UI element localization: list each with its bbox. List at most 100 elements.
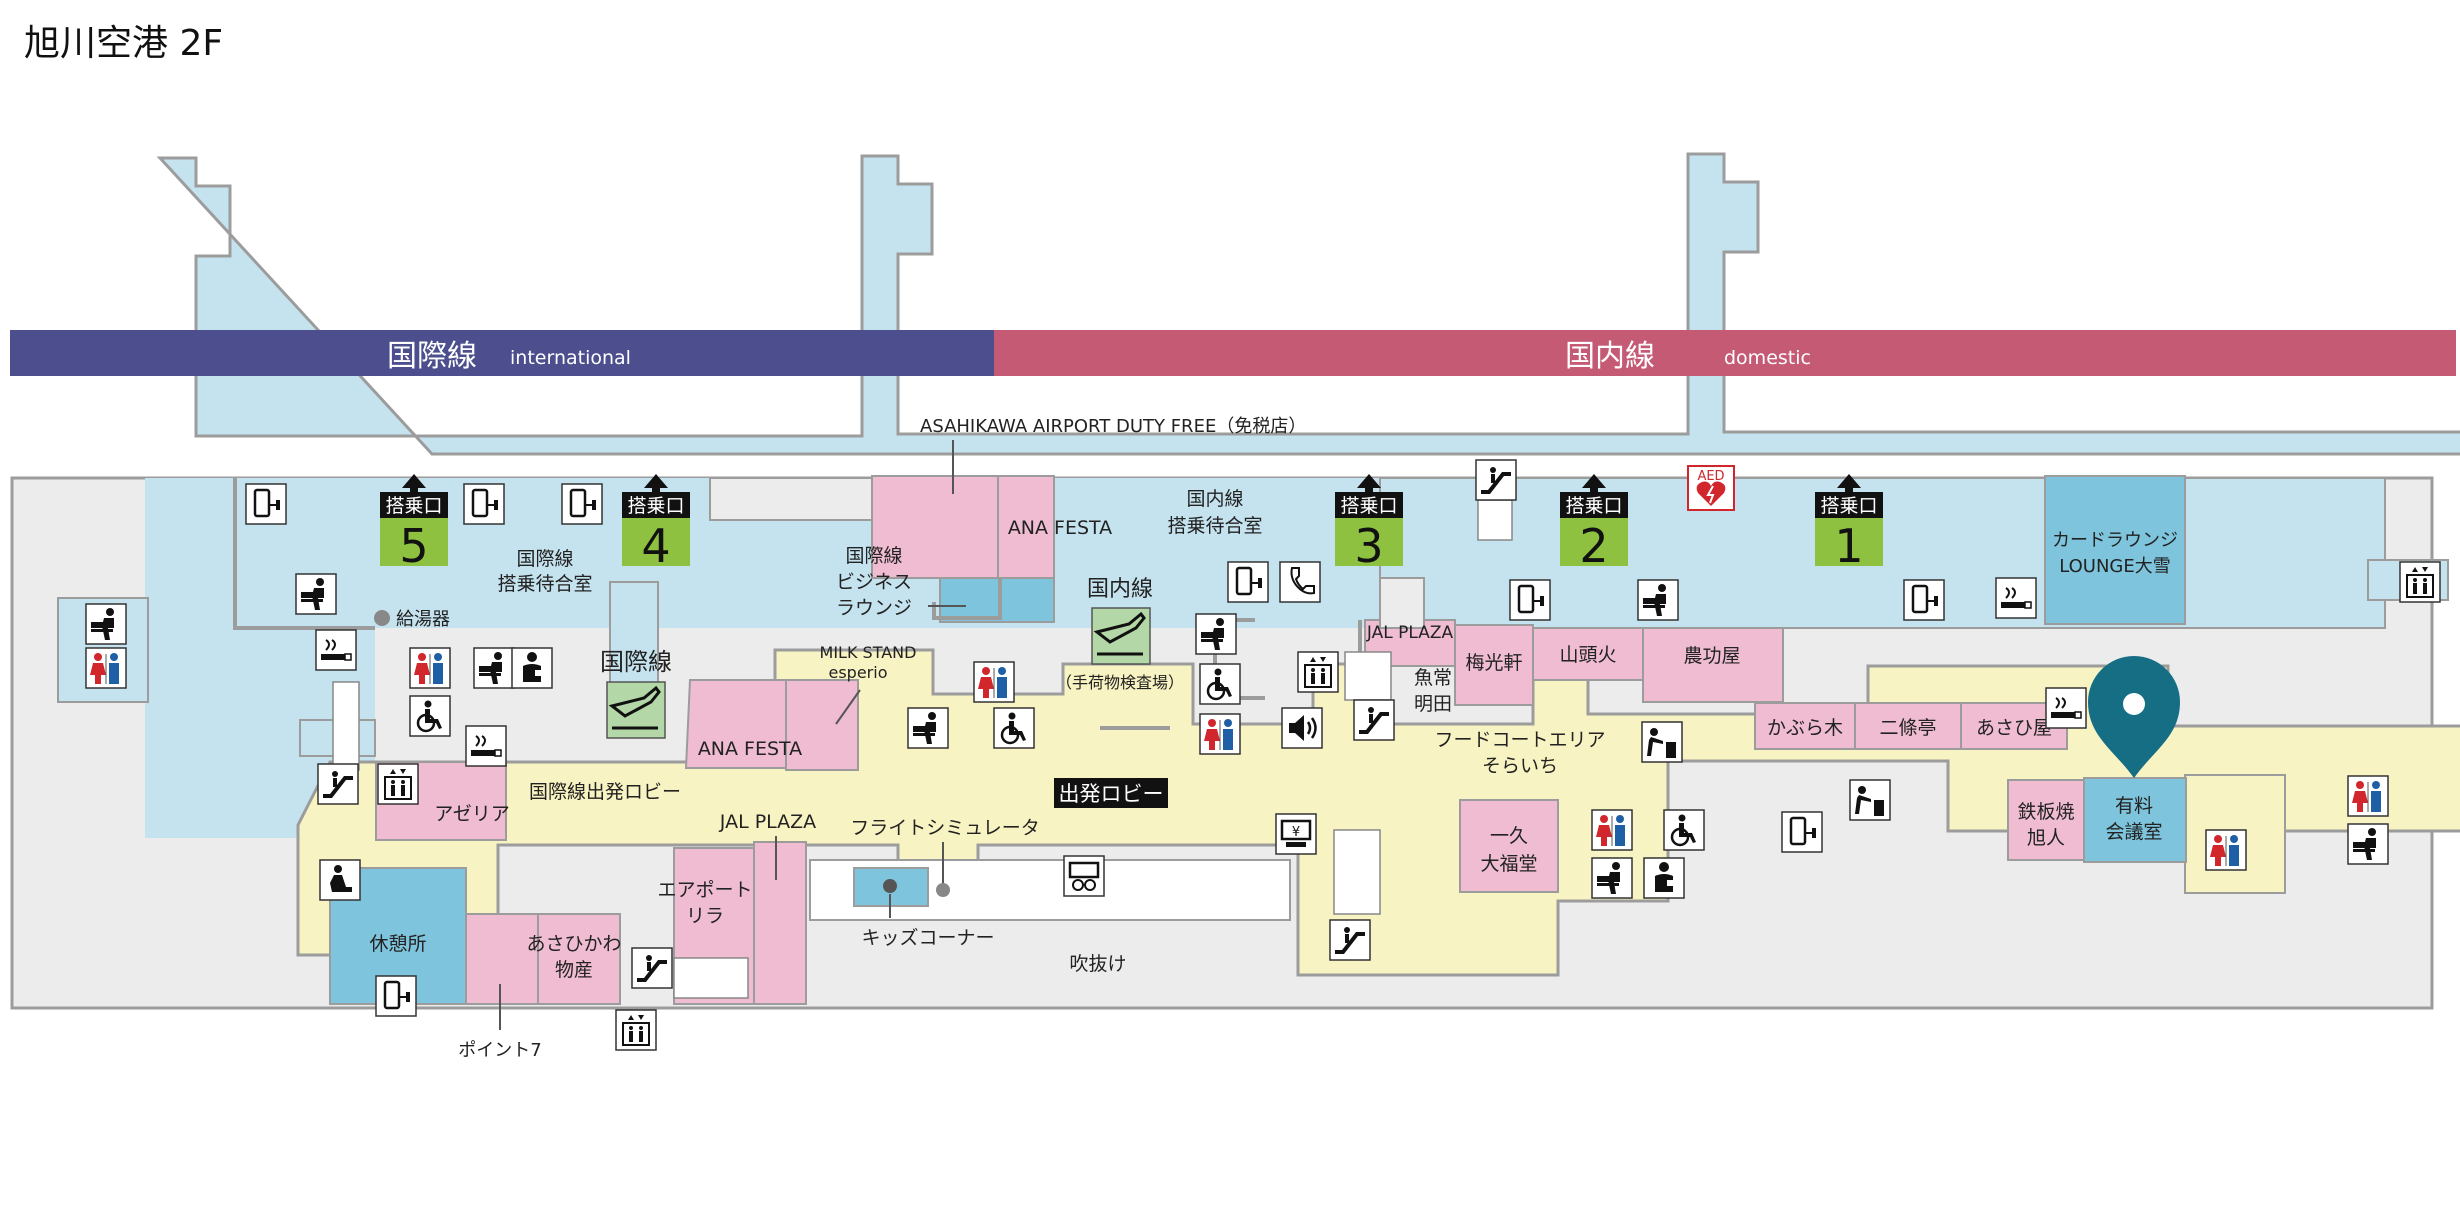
band-domestic: 国内線 domestic	[994, 330, 2456, 376]
smoking-icon	[315, 629, 357, 671]
stairs	[332, 499, 1513, 999]
baikoken-label: 梅光軒	[1465, 652, 1522, 674]
smoking-icon	[1995, 577, 2037, 619]
baby-care-icon	[2347, 823, 2389, 865]
charging-icon	[560, 482, 604, 526]
nursing-room-icon	[511, 647, 553, 689]
aed-text: AED	[1697, 469, 1724, 484]
uojo-label-1: 魚常	[1414, 667, 1452, 689]
restroom-icon	[1199, 713, 1241, 755]
intl-business-label-2: ビジネス	[836, 571, 912, 593]
prayer-room-icon	[319, 859, 361, 901]
duty-free-label: ASAHIKAWA AIRPORT DUTY FREE（免税店）	[920, 416, 1306, 437]
gate-4-label: 搭乗口	[627, 495, 684, 517]
milk-stand-label-1: MILK STAND	[820, 643, 917, 662]
location-pin-icon[interactable]	[2088, 656, 2180, 778]
smoking-icon	[2045, 687, 2087, 729]
airport-lila-label-1: エアポート	[657, 879, 752, 901]
dom-waiting-label-2: 搭乗待合室	[1167, 515, 1262, 537]
accessible-restroom-icon	[408, 694, 452, 738]
nursing-room-icon	[1643, 857, 1685, 899]
kids-label: キッズコーナー	[861, 927, 994, 949]
uojo-label-2: 明田	[1414, 693, 1452, 715]
charging-icon	[374, 974, 418, 1018]
gate-3-number: 3	[1354, 519, 1383, 573]
asahiya-label: あさひ屋	[1976, 717, 2052, 739]
atm-icon	[1274, 812, 1318, 856]
milk-stand-label-2: esperio	[829, 663, 888, 682]
area-labels: ASAHIKAWA AIRPORT DUTY FREE（免税店） 国際線 搭乗待…	[369, 416, 2178, 1061]
charging-icon	[1902, 578, 1946, 622]
accessible-restroom-icon	[1198, 662, 1242, 706]
santouka-label: 山頭火	[1559, 644, 1616, 666]
intl-waiting-label-2: 搭乗待合室	[497, 573, 592, 595]
intl-business-label-1: 国際線	[845, 545, 902, 567]
teppan-label-2: 旭人	[2027, 827, 2065, 849]
facility-icons: AED	[85, 458, 2441, 1051]
gate-3-label: 搭乗口	[1340, 495, 1397, 517]
drinking-fountain-icon	[1641, 721, 1683, 763]
jal-plaza-2-label: JAL PLAZA	[1366, 623, 1454, 643]
gate-1-label: 搭乗口	[1820, 495, 1877, 517]
departure-lobby-badge	[1054, 778, 1168, 808]
elevator-icon	[377, 763, 419, 805]
phone-icon	[1279, 561, 1321, 603]
charging-icon	[244, 482, 288, 526]
food-court-label-1: フードコートエリア	[1434, 729, 1605, 751]
dom-line-label: 国内線	[1087, 577, 1153, 602]
baby-care-icon	[1195, 613, 1237, 655]
escalator-icon	[1328, 918, 1372, 962]
restroom-icon	[2205, 829, 2247, 871]
flight-sim-label: フライトシミュレータ	[850, 817, 1040, 839]
gate-1-number: 1	[1834, 519, 1863, 573]
asahikawa-bussan-label-1: あさひかわ	[526, 933, 621, 955]
gate-5[interactable]: 搭乗口 5	[380, 474, 448, 573]
gate-4[interactable]: 搭乗口 4	[622, 474, 690, 573]
band-domestic-jp: 国内線	[1565, 339, 1655, 374]
intl-business-label-3: ラウンジ	[836, 597, 912, 619]
meeting-label-2: 会議室	[2105, 821, 2162, 843]
intl-line-label: 国際線	[600, 648, 672, 676]
currency-exchange-icon	[1062, 854, 1106, 898]
band-international-en: international	[510, 347, 631, 369]
airport-lila-label-2: リラ	[686, 905, 724, 927]
baby-care-icon	[1637, 579, 1679, 621]
band-domestic-en: domestic	[1724, 347, 1811, 369]
gate-2-number: 2	[1579, 519, 1608, 573]
escalator-icon	[316, 762, 360, 806]
baggage-label: （手荷物検査場）	[1056, 673, 1184, 692]
elevator-icon	[615, 1009, 657, 1051]
baby-care-icon	[1591, 857, 1633, 899]
band-international: 国際線 international	[10, 330, 994, 376]
accessible-restroom-icon	[992, 706, 1036, 750]
baby-care-icon	[295, 573, 337, 615]
gate-1[interactable]: 搭乗口 1	[1815, 474, 1883, 573]
gate-3[interactable]: 搭乗口 3	[1335, 474, 1403, 573]
charging-icon	[1780, 810, 1824, 854]
baby-care-icon	[473, 647, 515, 689]
smoking-icon	[465, 725, 507, 767]
card-lounge-label-2: LOUNGE大雪	[2059, 556, 2171, 577]
meeting-label-1: 有料	[2115, 795, 2153, 817]
restroom-icon	[2347, 775, 2389, 817]
gate-2[interactable]: 搭乗口 2	[1560, 474, 1628, 573]
restroom-icon	[409, 647, 451, 689]
escalator-icon	[1352, 698, 1396, 742]
ana-festa-1-label: ANA FESTA	[1008, 517, 1112, 539]
charging-icon	[1508, 578, 1552, 622]
azalea-label: アゼリア	[434, 803, 510, 825]
baby-care-icon	[907, 707, 949, 749]
asahikawa-bussan-label-2: 物産	[555, 959, 593, 981]
hot-water-label: 給湯器	[396, 609, 450, 630]
gate-4-number: 4	[641, 519, 670, 573]
card-lounge-label-1: カードラウンジ	[2052, 530, 2178, 551]
drinking-fountain-icon	[1849, 779, 1891, 821]
aed-icon: AED	[1687, 465, 1735, 511]
gate-2-label: 搭乗口	[1565, 495, 1622, 517]
atrium-label: 吹抜け	[1069, 953, 1126, 975]
charging-icon	[1226, 560, 1270, 604]
accessible-restroom-icon	[1662, 808, 1706, 852]
escalator-icon	[1474, 458, 1518, 502]
point7-label: ポイント7	[458, 1040, 541, 1061]
band-international-jp: 国際線	[387, 339, 477, 374]
